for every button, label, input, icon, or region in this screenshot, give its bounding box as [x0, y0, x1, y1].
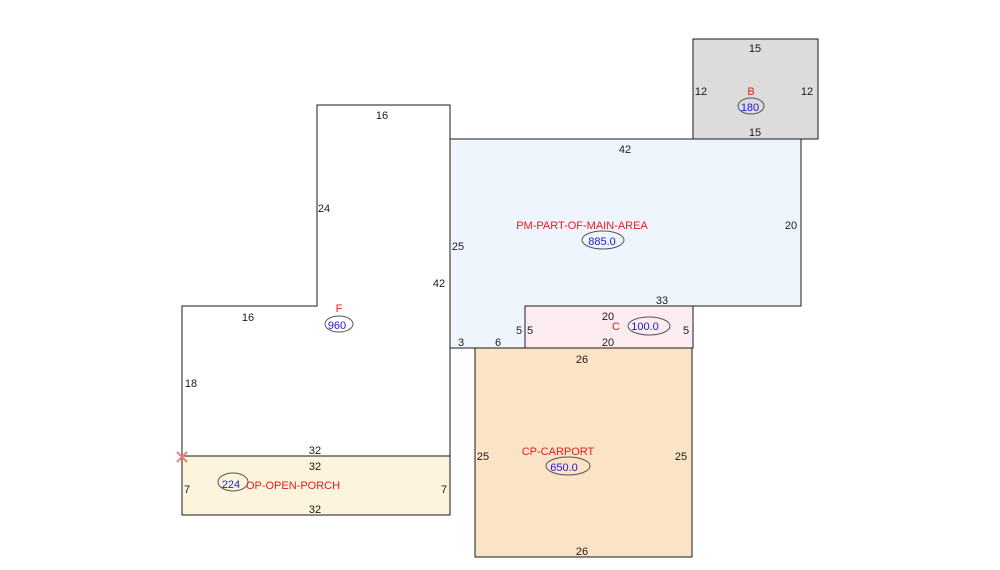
dim-C-right: 5	[683, 325, 689, 337]
area-B-value: 180	[741, 102, 759, 114]
dim-CP-top: 26	[576, 354, 588, 366]
area-CP-value: 650.0	[550, 462, 578, 474]
area-F-name: F	[336, 303, 343, 315]
dim-B-bottom: 15	[749, 127, 761, 139]
area-C-name: C	[612, 321, 620, 333]
dim-C-bottom: 20	[602, 337, 614, 349]
dim-C-top: 20	[602, 311, 614, 323]
dim-F-right: 42	[433, 278, 445, 290]
area-C-value: 100.0	[631, 321, 659, 333]
area-PM-ellipse	[581, 230, 625, 250]
dim-PM-bottom-6: 6	[495, 337, 501, 349]
area-F-value: 960	[328, 320, 346, 332]
area-OP-value: 224	[222, 479, 240, 491]
dim-F-left-upper: 24	[318, 203, 330, 215]
area-CP-ellipse	[545, 456, 591, 476]
dim-F-step: 16	[242, 312, 254, 324]
dim-OP-top: 32	[309, 461, 321, 473]
dim-F-bottom: 32	[309, 445, 321, 457]
dim-B-right: 12	[801, 86, 813, 98]
area-C-ellipse	[627, 316, 671, 336]
dim-PM-right: 20	[785, 220, 797, 232]
area-PM-value: 885.0	[588, 236, 616, 248]
area-F-ellipse	[324, 315, 354, 333]
area-OP-ellipse	[217, 472, 249, 492]
dim-PM-bottom: 33	[656, 295, 668, 307]
area-OP-shape	[181, 455, 451, 516]
area-B-name: B	[747, 86, 754, 98]
area-F-shape	[181, 104, 451, 457]
dim-OP-left: 7	[184, 484, 190, 496]
dim-F-top: 16	[376, 110, 388, 122]
dim-B-left: 12	[695, 86, 707, 98]
dim-B-top: 15	[749, 43, 761, 55]
dim-PM-top: 42	[619, 144, 631, 156]
area-CP-shape	[474, 347, 693, 558]
dim-F-left-lower: 18	[185, 378, 197, 390]
dim-PM-step-left: 5	[516, 325, 522, 337]
dim-PM-bottom-3: 3	[458, 337, 464, 349]
area-CP-name: CP-CARPORT	[522, 446, 595, 458]
dim-CP-bottom: 26	[576, 546, 588, 558]
start-point-marker	[176, 451, 188, 463]
area-B-ellipse	[737, 97, 765, 115]
dim-OP-bottom: 32	[309, 504, 321, 516]
dim-OP-right: 7	[441, 484, 447, 496]
dim-CP-left: 25	[477, 451, 489, 463]
dim-PM-left: 25	[452, 241, 464, 253]
area-PM-name: PM-PART-OF-MAIN-AREA	[516, 220, 648, 232]
area-B-shape	[692, 38, 819, 140]
dim-CP-right: 25	[675, 451, 687, 463]
area-OP-name: OP-OPEN-PORCH	[246, 480, 340, 492]
dim-C-left: 5	[527, 325, 533, 337]
